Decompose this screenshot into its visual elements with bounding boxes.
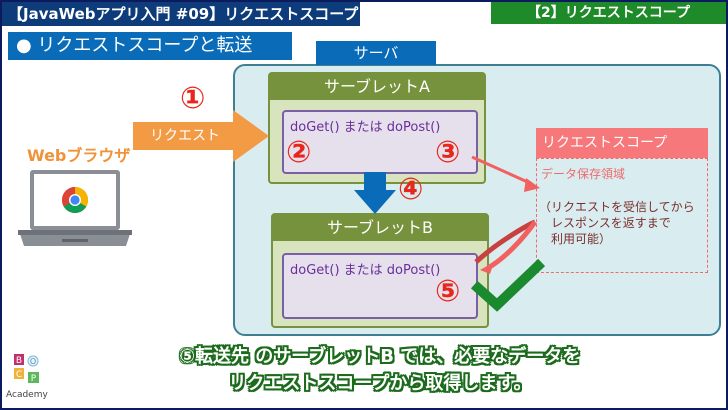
header-title: 【JavaWebアプリ入門 #09】リクエストスコープ / 転送	[2, 2, 404, 26]
scope-description-line: レスポンスを返すまで	[539, 216, 671, 230]
servlet-a-method-text: doGet() または doPost()	[290, 120, 441, 135]
caption: ⑤転送先 のサーブレットB では、必要なデータを リクエストスコープから取得しま…	[100, 343, 660, 397]
request-arrow-label: リクエスト	[150, 128, 220, 144]
browser-label: Webブラウザ	[27, 146, 131, 165]
scope-description: （リクエストを受信してから レスポンスを返すまで 利用可能）	[539, 199, 695, 247]
request-scope-title: リクエストスコープ	[536, 128, 708, 158]
step-3-marker: ③	[435, 135, 461, 170]
bocp-academy-logo: B O C P Academy	[6, 352, 48, 404]
logo-letter-p: P	[31, 374, 37, 384]
request-arrow	[133, 110, 269, 162]
step-2-marker: ②	[286, 135, 312, 170]
caption-line-1: ⑤転送先 のサーブレットB では、必要なデータを	[179, 346, 581, 367]
slide-subtitle: ● リクエストスコープと転送	[8, 32, 292, 60]
request-scope-area: データ保存領域 （リクエストを受信してから レスポンスを返すまで 利用可能）	[536, 158, 708, 273]
step-1-marker: ①	[180, 81, 206, 116]
server-label: サーバ	[316, 41, 436, 65]
scope-description-line: 利用可能）	[539, 232, 612, 246]
section-label: 【2】リクエストスコープ	[491, 2, 726, 24]
logo-letter-o: O	[30, 357, 36, 366]
step-4-marker: ④	[398, 172, 424, 207]
logo-letter-b: B	[16, 356, 22, 366]
logo-mark-icon: B O C P	[14, 354, 39, 384]
servlet-a-title: サーブレットA	[270, 74, 484, 100]
step-5-marker: ⑤	[435, 274, 461, 309]
data-storage-label: データ保存領域	[541, 167, 626, 181]
scope-description-line: （リクエストを受信してから	[539, 200, 695, 214]
caption-line-2: リクエストスコープから取得します。	[228, 373, 532, 394]
servlet-b-method-text: doGet() または doPost()	[290, 263, 441, 278]
laptop-chrome-icon	[18, 170, 132, 246]
logo-letter-c: C	[16, 370, 22, 380]
logo-text: Academy	[6, 390, 48, 400]
servlet-b-method: doGet() または doPost()	[282, 253, 478, 319]
servlet-b-title: サーブレットB	[273, 215, 487, 241]
